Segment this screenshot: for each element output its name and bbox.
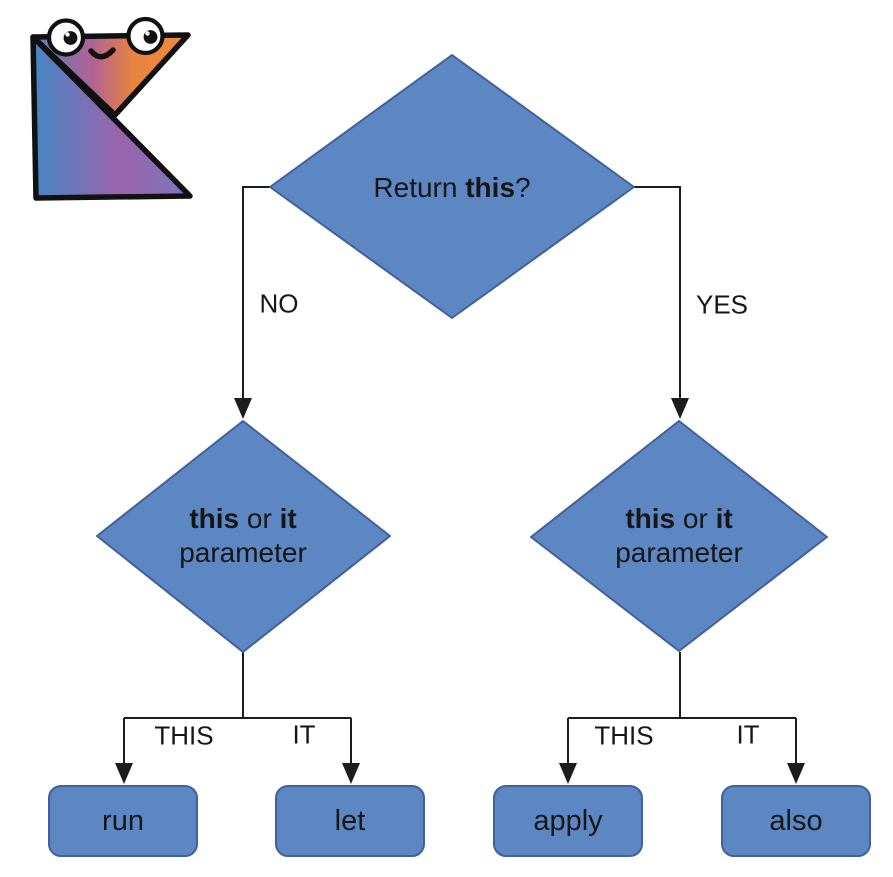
right-decision-line1: this or it — [615, 502, 743, 536]
right-decision-question: this or it parameter — [615, 502, 743, 570]
right-decision-this: this — [625, 503, 676, 534]
right-decision-it: it — [715, 503, 733, 534]
decision-right-diamond — [530, 420, 828, 652]
edge-label-it-right: IT — [736, 719, 760, 750]
edge-yes-line — [634, 186, 681, 401]
logo-smile — [88, 47, 116, 60]
result-box-run: run — [48, 785, 198, 857]
result-label-also: also — [769, 804, 823, 837]
arrowhead-no-icon — [234, 398, 252, 419]
left-decision-it: it — [279, 503, 297, 534]
root-question-bold: this — [465, 172, 516, 203]
logo-pupil-left — [63, 31, 78, 45]
root-question: Return this? — [373, 171, 530, 205]
logo-glint-right — [145, 31, 150, 36]
result-box-apply: apply — [493, 785, 643, 857]
logo-pupil-right — [143, 30, 158, 44]
arrowhead-let-icon — [342, 763, 360, 784]
logo-glint-left — [65, 32, 70, 37]
result-box-also: also — [721, 785, 871, 857]
arrowhead-yes-icon — [671, 398, 689, 419]
arrowhead-also-icon — [787, 763, 805, 784]
left-decision-line1: this or it — [179, 502, 307, 536]
right-split-lines — [567, 652, 797, 765]
connector-lines — [115, 186, 805, 784]
right-decision-line2: parameter — [615, 537, 743, 568]
arrowhead-apply-icon — [559, 763, 577, 784]
result-label-let: let — [334, 804, 366, 837]
right-decision-or: or — [675, 503, 716, 534]
result-label-apply: apply — [533, 804, 603, 837]
arrowhead-run-icon — [115, 763, 133, 784]
root-question-suffix: ? — [515, 172, 531, 203]
edge-label-it-left: IT — [292, 719, 316, 750]
result-label-run: run — [102, 804, 144, 837]
kotlin-mascot-logo — [30, 16, 193, 201]
edge-label-this-left: THIS — [154, 720, 214, 751]
edge-label-yes: YES — [695, 289, 749, 320]
decision-root-diamond — [269, 54, 635, 319]
left-decision-line2: parameter — [179, 537, 307, 568]
left-decision-question: this or it parameter — [179, 502, 307, 570]
edge-no-line — [242, 186, 272, 401]
root-question-prefix: Return — [373, 172, 466, 203]
left-split-lines — [123, 652, 352, 765]
edge-label-this-right: THIS — [594, 720, 654, 751]
left-decision-this: this — [189, 503, 240, 534]
edge-label-no: NO — [259, 288, 299, 319]
result-box-let: let — [275, 785, 425, 857]
decision-left-diamond — [96, 420, 391, 653]
left-decision-or: or — [239, 503, 280, 534]
